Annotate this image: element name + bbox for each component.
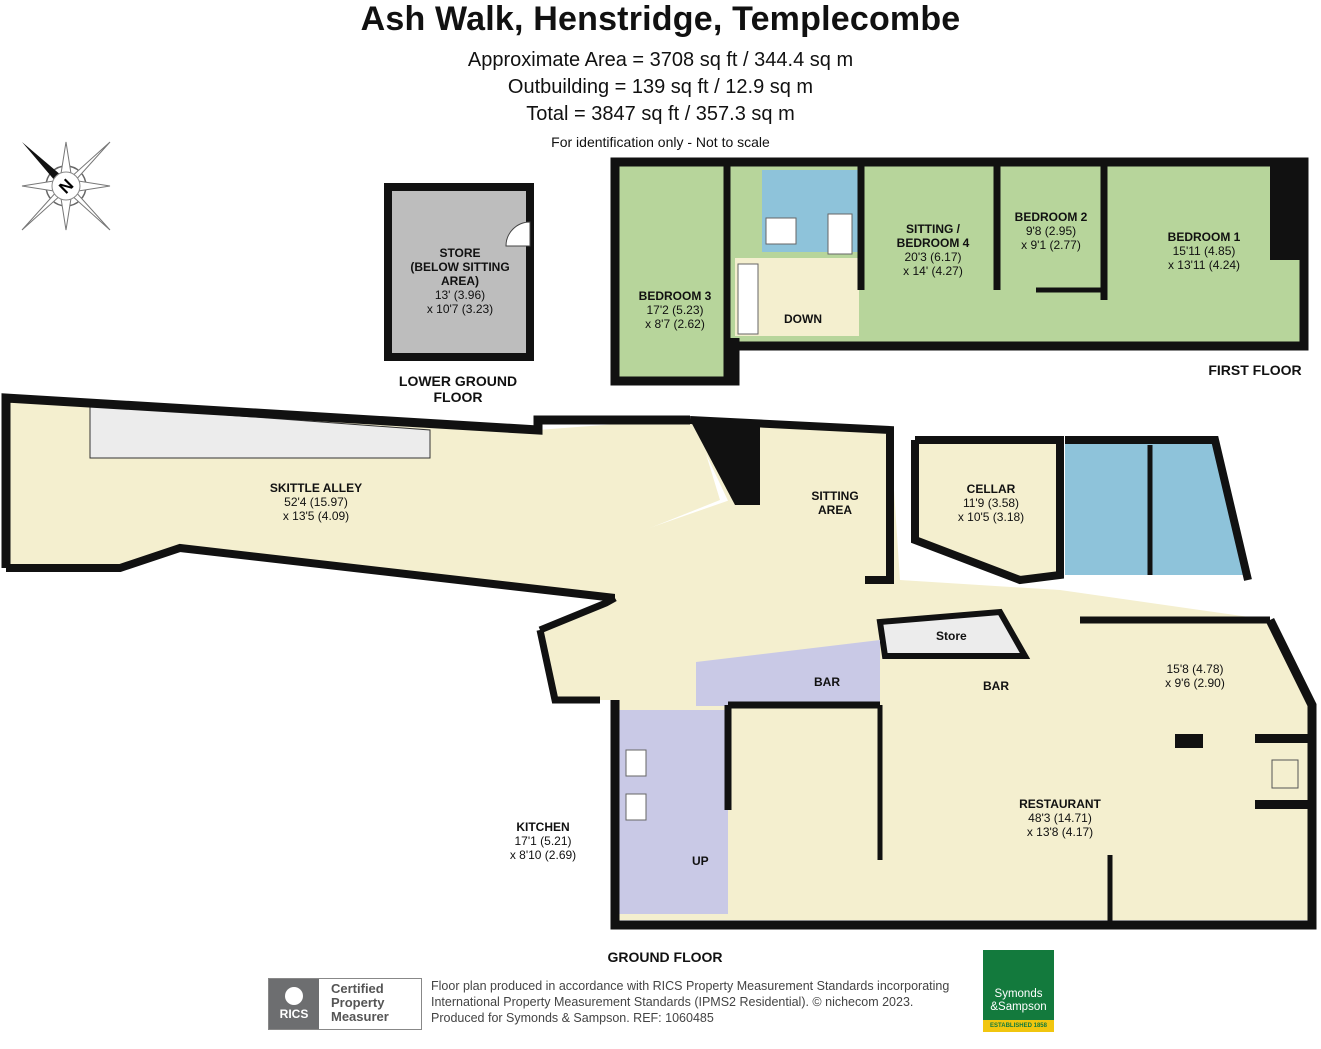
agent-name-line: &Sampson bbox=[990, 1001, 1047, 1013]
room-dimension: x 8'7 (2.62) bbox=[645, 317, 705, 331]
ground-floor-label: GROUND FLOOR bbox=[607, 949, 723, 965]
agent-name-line: Symonds bbox=[994, 988, 1043, 1000]
room-dimension: 15'8 (4.78) bbox=[1166, 662, 1224, 676]
room-dimension: 17'2 (5.23) bbox=[646, 303, 704, 317]
room-name: (BELOW SITTING bbox=[410, 260, 510, 274]
room-name: SITTING bbox=[811, 489, 859, 503]
up-label: UP bbox=[692, 854, 709, 868]
room-name: AREA bbox=[817, 503, 852, 517]
footer-line: Produced for Symonds & Sampson. REF: 106… bbox=[431, 1011, 714, 1025]
bar-label-2: BAR bbox=[983, 679, 1009, 693]
down-label: DOWN bbox=[784, 312, 822, 326]
room-name: SKITTLE ALLEY bbox=[269, 481, 363, 495]
sitting-area-label: SITTING AREA bbox=[800, 489, 870, 517]
skittle-alley-label: SKITTLE ALLEY 52'4 (15.97) x 13'5 (4.09) bbox=[256, 481, 376, 523]
room-dimension: 17'1 (5.21) bbox=[514, 834, 572, 848]
bar-label-1: BAR bbox=[814, 675, 840, 689]
room-name: RESTAURANT bbox=[1019, 797, 1101, 811]
room-dimension: x 8'10 (2.69) bbox=[509, 848, 577, 862]
footer-line: Floor plan produced in accordance with R… bbox=[431, 979, 950, 993]
room-name: KITCHEN bbox=[516, 820, 570, 834]
page-title: Ash Walk, Henstridge, Templecombe bbox=[360, 0, 961, 38]
kitchen-label: KITCHEN 17'1 (5.21) x 8'10 (2.69) bbox=[497, 820, 589, 862]
ground-floor-plan bbox=[1, 393, 1317, 930]
agent-logo: Symonds &Sampson ESTABLISHED 1858 bbox=[983, 950, 1054, 1032]
rics-cert-line: Property bbox=[331, 995, 385, 1010]
rics-emblem-icon bbox=[285, 987, 303, 1005]
room-dimension: x 14' (4.27) bbox=[903, 264, 963, 278]
footer-line: International Property Measurement Stand… bbox=[431, 995, 914, 1009]
room-name: BEDROOM 3 bbox=[638, 289, 712, 303]
footer-note: Floor plan produced in accordance with R… bbox=[431, 978, 949, 1026]
rics-badge: RICS Certified Property Measurer bbox=[268, 978, 422, 1030]
bedroom-2-label: BEDROOM 2 9'8 (2.95) x 9'1 (2.77) bbox=[1004, 210, 1098, 252]
room-name: BEDROOM 1 bbox=[1167, 230, 1241, 244]
restaurant-part-label: 15'8 (4.78) x 9'6 (2.90) bbox=[1150, 662, 1240, 690]
room-dimension: 15'11 (4.85) bbox=[1172, 244, 1236, 258]
rics-logo: RICS bbox=[269, 979, 319, 1029]
room-name: SITTING / bbox=[906, 222, 960, 236]
rics-certification: Certified Property Measurer bbox=[331, 982, 389, 1024]
first-floor-plan bbox=[610, 157, 1309, 386]
room-dimension: x 10'5 (3.18) bbox=[957, 510, 1025, 524]
agent-name: Symonds &Sampson bbox=[983, 988, 1054, 1014]
bedroom-3-label: BEDROOM 3 17'2 (5.23) x 8'7 (2.62) bbox=[625, 289, 725, 331]
room-dimension: x 9'1 (2.77) bbox=[1021, 238, 1081, 252]
room-dimension: 52'4 (15.97) bbox=[284, 495, 348, 509]
room-dimension: x 10'7 (3.23) bbox=[426, 302, 494, 316]
room-name: CELLAR bbox=[966, 482, 1016, 496]
agent-established: ESTABLISHED 1858 bbox=[983, 1020, 1054, 1032]
approximate-area: Approximate Area = 3708 sq ft / 344.4 sq… bbox=[467, 49, 854, 71]
room-dimension: 13' (3.96) bbox=[434, 288, 486, 302]
restaurant-label: RESTAURANT 48'3 (14.71) x 13'8 (4.17) bbox=[1005, 797, 1115, 839]
room-name: BEDROOM 4 bbox=[896, 236, 970, 250]
room-dimension: 48'3 (14.71) bbox=[1028, 811, 1092, 825]
bedroom-1-label: BEDROOM 1 15'11 (4.85) x 13'11 (4.24) bbox=[1142, 230, 1266, 272]
room-name: AREA) bbox=[441, 274, 479, 288]
store-ground-label: Store bbox=[936, 629, 967, 643]
rics-cert-line: Certified bbox=[331, 981, 384, 996]
room-dimension: x 9'6 (2.90) bbox=[1165, 676, 1225, 690]
compass-rose-icon: N bbox=[21, 141, 111, 231]
disclaimer-note: For identification only - Not to scale bbox=[551, 134, 770, 150]
rics-logo-text: RICS bbox=[279, 1007, 309, 1021]
room-name: BEDROOM 2 bbox=[1014, 210, 1088, 224]
first-floor-label: FIRST FLOOR bbox=[1208, 362, 1302, 378]
outbuilding-area: Outbuilding = 139 sq ft / 12.9 sq m bbox=[507, 76, 814, 98]
room-dimension: 20'3 (6.17) bbox=[904, 250, 962, 264]
lower-ground-floor-label: LOWER GROUND FLOOR bbox=[398, 373, 518, 405]
room-dimension: 9'8 (2.95) bbox=[1025, 224, 1077, 238]
sitting-bedroom-4-label: SITTING / BEDROOM 4 20'3 (6.17) x 14' (4… bbox=[874, 222, 992, 278]
lower-ground-store bbox=[384, 183, 534, 361]
room-name: STORE bbox=[439, 246, 481, 260]
room-dimension: x 13'8 (4.17) bbox=[1026, 825, 1094, 839]
room-dimension: x 13'5 (4.09) bbox=[282, 509, 350, 523]
room-dimension: x 13'11 (4.24) bbox=[1167, 258, 1241, 272]
room-dimension: 11'9 (3.58) bbox=[962, 496, 1020, 510]
cellar-label: CELLAR 11'9 (3.58) x 10'5 (3.18) bbox=[946, 482, 1036, 524]
total-area: Total = 3847 sq ft / 357.3 sq m bbox=[526, 103, 795, 125]
rics-cert-line: Measurer bbox=[331, 1009, 389, 1024]
store-lower-label: STORE (BELOW SITTING AREA) 13' (3.96) x … bbox=[398, 246, 522, 316]
